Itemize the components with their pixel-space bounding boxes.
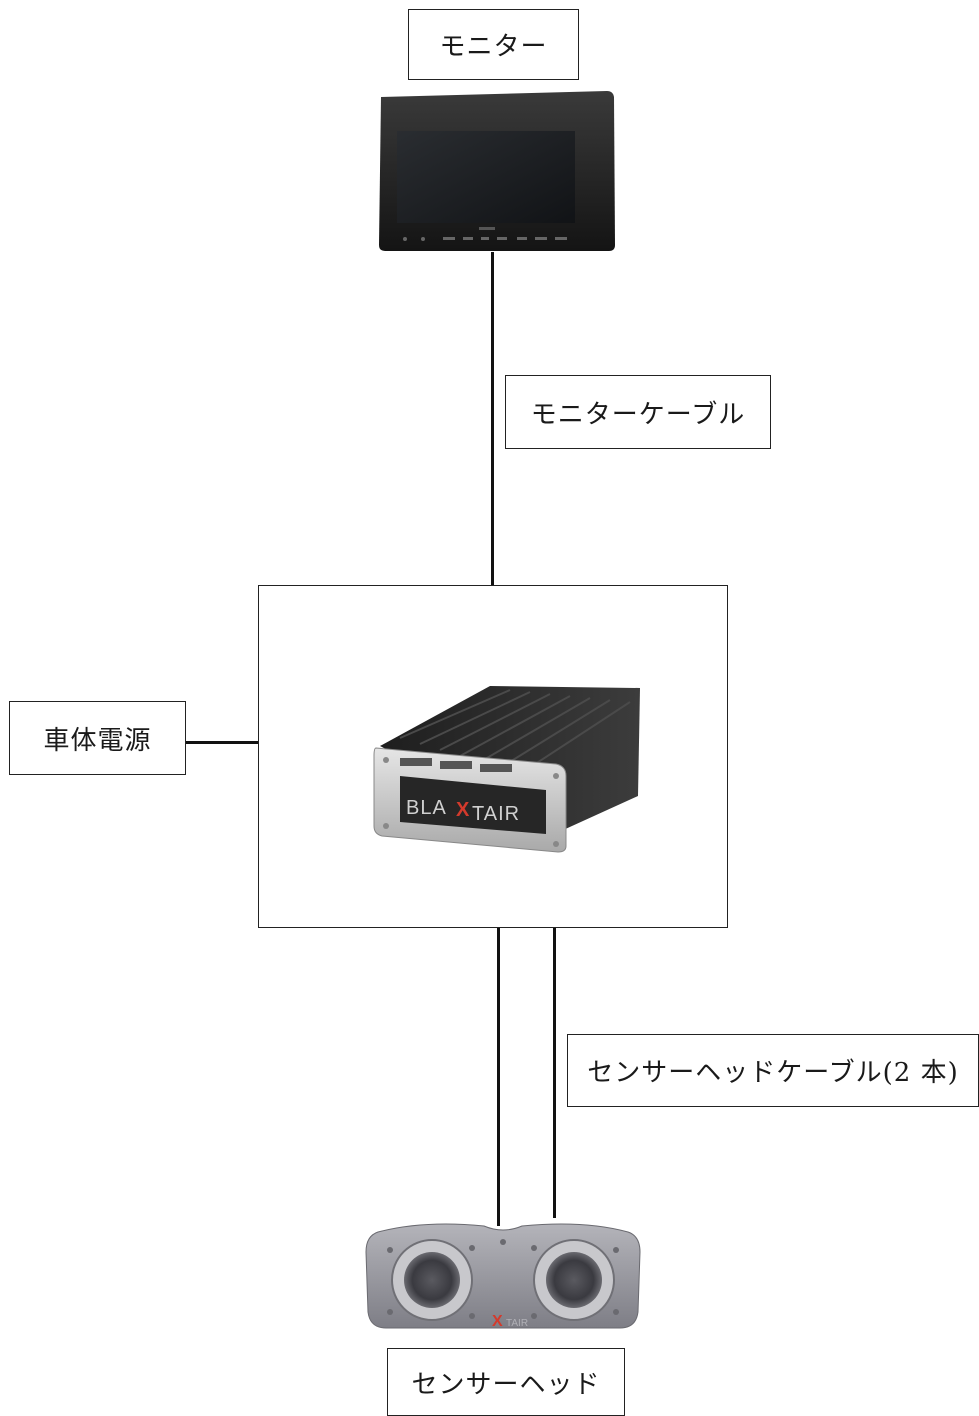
power-cable-line [186, 741, 258, 744]
monitor-label-text: モニター [439, 32, 548, 62]
monitor-cable-label: モニターケーブル [505, 375, 771, 449]
sensor-head-cable-label: センサーヘッドケーブル(2 本) [567, 1034, 979, 1107]
monitor-cable-label-text: モニターケーブル [530, 399, 746, 430]
controller-logo-right: TAIR [472, 803, 520, 825]
monitor-cable-line [491, 252, 494, 586]
controller-unit-image: BLA X TAIR [373, 686, 640, 853]
sensor-head-label: センサーヘッド [387, 1348, 625, 1416]
controller-logo-mark: X [456, 799, 470, 821]
sensor-cable-line-2 [553, 928, 556, 1218]
monitor-label: モニター [408, 9, 579, 80]
sensor-cable-line-1 [497, 928, 500, 1226]
vehicle-power-label-text: 車体電源 [43, 725, 152, 756]
sensor-head-cable-label-text: センサーヘッドケーブル(2 本) [587, 1058, 959, 1088]
sensor-logo-text: TAIR [506, 1318, 528, 1329]
sensor-head-image: X TAIR [365, 1223, 641, 1330]
sensor-head-label-text: センサーヘッド [411, 1369, 601, 1400]
sensor-logo-mark: X [492, 1313, 503, 1330]
monitor-image [379, 91, 615, 251]
vehicle-power-label: 車体電源 [9, 701, 186, 775]
controller-logo-left: BLA [406, 797, 447, 819]
